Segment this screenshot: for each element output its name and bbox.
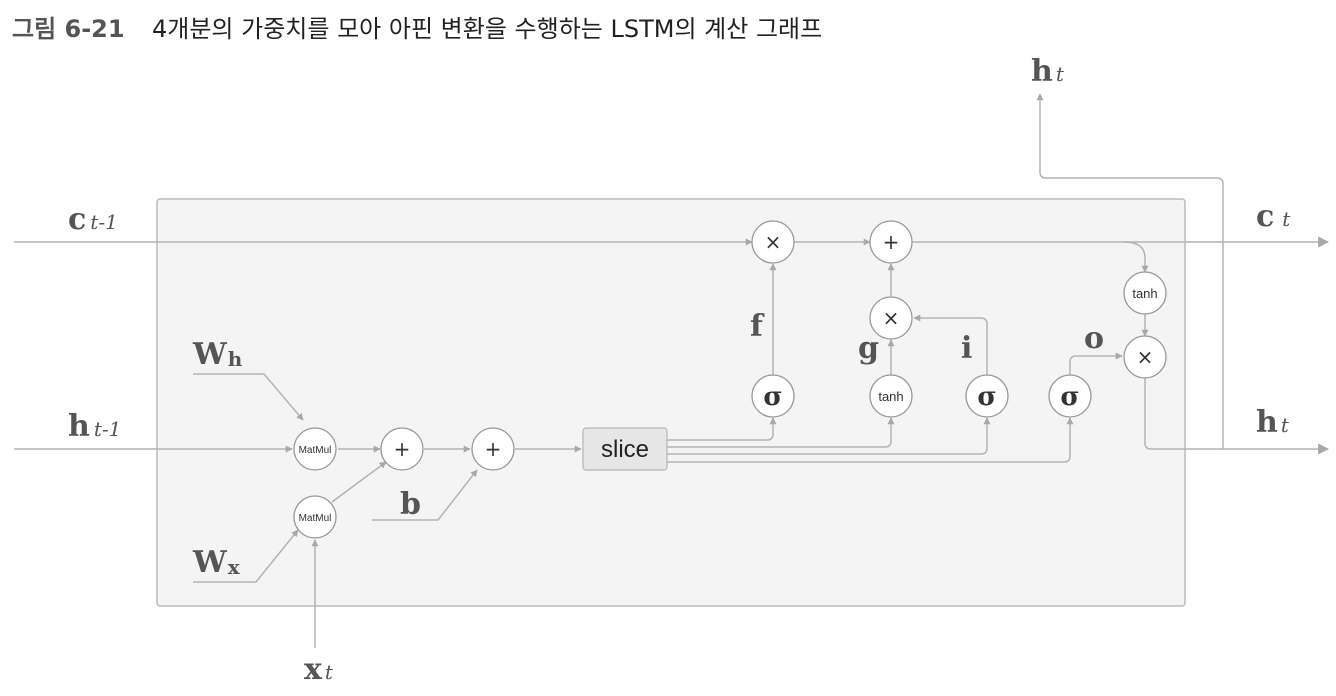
label-b: b (400, 487, 421, 522)
svg-text:tanh: tanh (1132, 286, 1157, 301)
svg-text:σ: σ (763, 382, 782, 412)
label-f: f (750, 309, 765, 344)
add-1-node: + (380, 427, 424, 471)
svg-text:σ: σ (977, 382, 996, 412)
svg-text:×: × (1137, 345, 1154, 369)
wire-slice-to-sigma-o (667, 417, 1074, 463)
svg-text:×: × (883, 306, 900, 330)
wire-slice-to-sigma-f (667, 417, 777, 441)
wire-sigma-o-to-mul-o (1069, 352, 1123, 376)
matmul-x-node: MatMul (293, 495, 337, 539)
label-w-x: Wx (192, 545, 241, 580)
wire-h-up (1036, 93, 1224, 449)
figure-title: 4개분의 가중치를 모아 아핀 변환을 수행하는 LSTM의 계산 그래프 (152, 15, 822, 43)
wire-slice-to-tanh-g (667, 417, 895, 448)
mul-gi-node: × (869, 296, 913, 340)
add-2-node: + (471, 427, 515, 471)
svg-text:+: + (394, 437, 411, 461)
label-w-h: Wh (192, 337, 243, 372)
svg-text:σ: σ (1060, 382, 1079, 412)
sigma-f-node: σ (751, 374, 795, 418)
svg-text:MatMul: MatMul (299, 513, 332, 524)
svg-text:×: × (765, 230, 782, 254)
add-c-node: + (869, 220, 913, 264)
label-i: i (961, 331, 972, 366)
sigma-i-node: σ (965, 374, 1009, 418)
svg-text:tanh: tanh (878, 389, 903, 404)
wire-mul-o-to-h-next (1144, 378, 1330, 455)
svg-text:+: + (485, 437, 502, 461)
wire-sigma-i-to-mul-gi (913, 314, 988, 376)
lstm-block (156, 198, 1186, 607)
wire-c-to-tanh (1123, 241, 1149, 273)
label-o: o (1084, 321, 1104, 356)
wire-matmul-x-to-add1 (331, 461, 387, 503)
slice-node: slice (582, 427, 668, 471)
wire-b (372, 469, 478, 521)
sigma-o-node: σ (1048, 374, 1092, 418)
svg-text:+: + (883, 230, 900, 254)
wire-wx (193, 529, 299, 583)
figure-number: 그림 6-21 (12, 15, 125, 43)
matmul-h-node: MatMul (293, 427, 337, 471)
tanh-g-node: tanh (869, 374, 913, 418)
svg-text:slice: slice (601, 436, 649, 463)
tanh-c-node: tanh (1123, 271, 1167, 315)
mul-f-node: × (751, 220, 795, 264)
wire-wh (193, 373, 304, 421)
wire-slice-to-sigma-i (667, 417, 991, 455)
label-g: g (858, 331, 879, 366)
svg-text:MatMul: MatMul (299, 445, 332, 456)
mul-o-node: × (1123, 335, 1167, 379)
